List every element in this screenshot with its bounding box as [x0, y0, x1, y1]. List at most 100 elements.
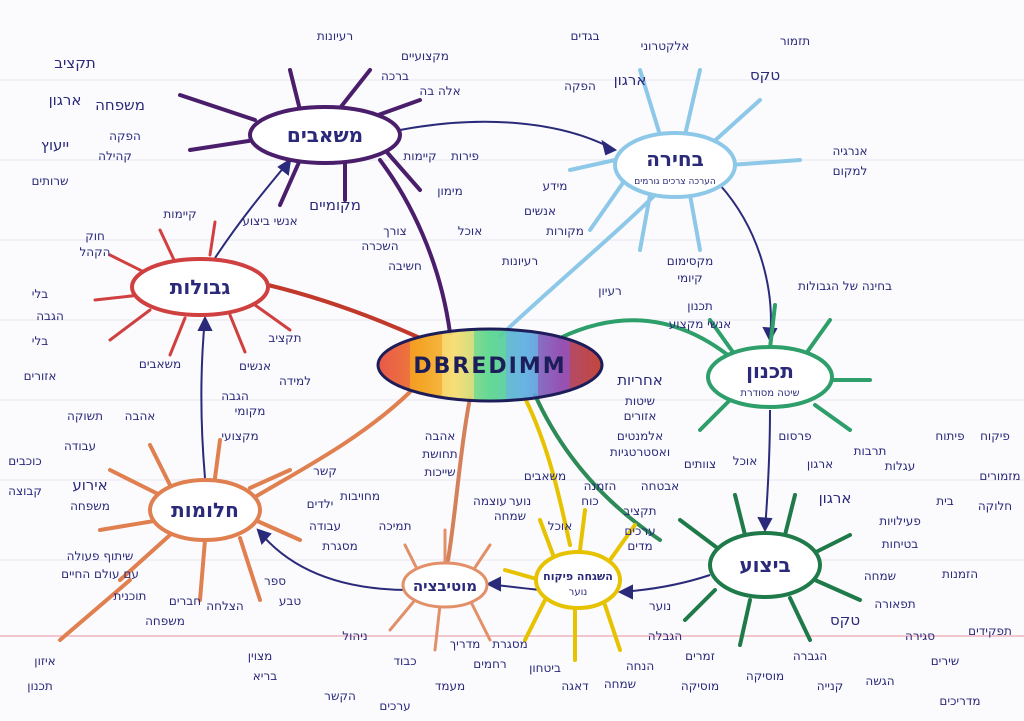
leaf-label: אוכל [548, 519, 572, 533]
hub-bitzua-ellipse [708, 531, 822, 599]
leaf-label: איזון [34, 654, 55, 668]
leaf-label: הצלחה [206, 599, 243, 613]
leaf-label: הזמנה [584, 479, 617, 493]
hub-hashgacha-title: השגחה פיקוח [543, 570, 613, 583]
leaf-label: אזורים [624, 409, 657, 423]
leaf-label: רחמים [473, 657, 506, 671]
leaf-label: מסגרת [322, 539, 358, 553]
leaf-label: פעילויות [879, 514, 921, 528]
leaf-label: שמחה [604, 677, 636, 691]
leaf-label: חוק [85, 229, 105, 243]
leaf-label: תקציב [268, 331, 301, 345]
leaf-label: הזמנות [942, 567, 978, 581]
leaf-label: משפחה [145, 614, 185, 628]
leaf-label: ערכים [379, 699, 410, 713]
center-node: DBREDIMM [376, 327, 604, 403]
hub-mashabim-ellipse [248, 105, 402, 165]
leaf-label: פיתוח [935, 429, 964, 443]
leaf-label: מקורות [546, 224, 584, 238]
center-title: DBREDIMM [413, 354, 566, 379]
leaf-label: הקשר [324, 689, 356, 703]
leaf-label: מקסימום [667, 254, 714, 268]
leaf-label: מוסיקה [746, 669, 784, 683]
leaf-label: תמיכה [379, 519, 412, 533]
leaf-label: נוער [649, 599, 671, 613]
leaf-label: בלי [32, 287, 49, 301]
leaf-label: אלקטרוני [641, 39, 690, 53]
leaf-label: קנייה [817, 679, 844, 693]
leaf-label: תפקידים [968, 624, 1012, 638]
leaf-label: רעיונות [502, 254, 538, 268]
leaf-label: תקציב [623, 504, 656, 518]
leaf-label: משפחה [70, 499, 110, 513]
leaf-label: אנשים [524, 204, 556, 218]
leaf-label: בטיחות [882, 537, 918, 551]
hub-mashabim-title: משאבים [287, 123, 363, 147]
leaf-label: מעמד [435, 679, 465, 693]
leaf-label: בגדים [570, 29, 599, 43]
leaf-label: ברכה [381, 69, 409, 83]
leaf-label: מימון [437, 184, 463, 198]
leaf-label: שיטות [625, 394, 655, 408]
hub-motivatzia-ellipse [401, 561, 489, 609]
leaf-label: אנשי ביצוע [242, 214, 297, 228]
leaf-label: קהילה [98, 149, 132, 163]
leaf-label: קשר [313, 464, 337, 478]
leaf-label: כבוד [393, 654, 416, 668]
leaf-label: קבוצה [8, 484, 42, 498]
leaf-label: רעיון [598, 284, 622, 298]
leaf-label: זמרים [685, 649, 715, 663]
leaf-label: אנרגיה [832, 144, 867, 158]
leaf-label: ספר [264, 574, 286, 588]
leaf-label: כוכבים [8, 454, 42, 468]
leaf-label: בלי [32, 334, 49, 348]
leaf-label: תרבות [854, 444, 887, 458]
leaf-label: חברים [169, 594, 201, 608]
leaf-label: למקום [833, 164, 868, 178]
leaf-label: אבטחה [641, 479, 679, 493]
leaf-label: טקס [830, 611, 860, 629]
leaf-label: סגירה [905, 629, 935, 643]
hub-hashgacha-subtitle: נוער [569, 587, 588, 598]
leaf-label: טקס [750, 66, 780, 84]
leaf-label: למידה [279, 374, 311, 388]
leaf-label: חלוקה [978, 499, 1012, 513]
leaf-label: ארגון [614, 71, 647, 89]
leaf-label: מזמורים [979, 469, 1020, 483]
leaf-label: אנשים [239, 359, 271, 373]
leaf-label: תפאורה [874, 597, 915, 611]
leaf-label: כוח [581, 494, 598, 508]
leaf-label: אירוע [72, 476, 107, 494]
leaf-label: ערכים [624, 524, 655, 538]
leaf-label: הפקה [109, 129, 141, 143]
leaf-label: שמחה [494, 509, 526, 523]
leaf-label: משאבים [524, 469, 566, 483]
leaf-label: שיתוף פעולה [67, 549, 134, 563]
leaf-label: משפחה [95, 96, 145, 114]
hub-tichnun-ellipse [706, 345, 834, 409]
leaf-label: הפקה [564, 79, 596, 93]
leaf-label: נוער [509, 494, 531, 508]
leaf-label: הגשה [865, 674, 894, 688]
leaf-label: שירים [931, 654, 960, 668]
leaf-label: אוכל [733, 454, 757, 468]
leaf-label: שמחה [864, 569, 896, 583]
leaf-label: מצוין [248, 649, 273, 663]
leaf-label: ייעוץ [41, 136, 69, 154]
leaf-label: רעיונות [317, 29, 353, 43]
leaf-label: דאגה [561, 679, 589, 693]
leaf-label: מקומי [235, 404, 266, 418]
leaf-label: הגבלה [648, 629, 682, 643]
leaf-label: אלמנטים [617, 429, 663, 443]
hub-bchira-ellipse [613, 131, 737, 199]
leaf-label: מדריכים [939, 694, 980, 708]
leaf-label: ביטחון [529, 661, 561, 675]
leaf-label: ארגון [807, 457, 833, 471]
leaf-label: ארגון [49, 91, 82, 109]
leaf-label: תוכנית [114, 589, 147, 603]
hub-bchira-subtitle: הערכה צרכים גורמים [634, 177, 716, 187]
leaf-label: אהבה [425, 429, 456, 443]
leaf-label: פרסום [778, 429, 811, 443]
hub-motivatzia-title: מוטיבציה [413, 577, 477, 595]
